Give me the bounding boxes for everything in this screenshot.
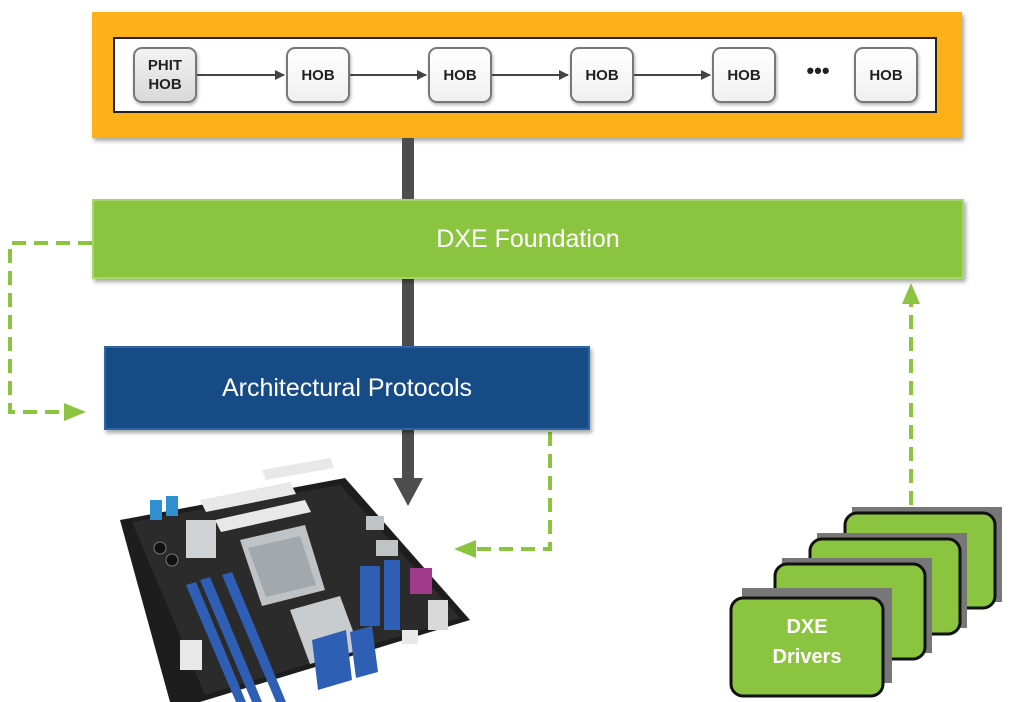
phit-hob-box: PHIT HOB [133,47,197,103]
hob-box: HOB [854,47,918,103]
dashed-arrowhead-foundation [902,283,920,304]
motherboard-image [120,458,470,702]
hob-box: HOB [428,47,492,103]
dashed-arrowhead-protocols [64,403,86,421]
hob-ellipsis: ••• [806,58,830,83]
connector-protocols-to-board [402,430,414,478]
connector-hob-to-foundation [402,138,414,200]
architectural-protocols-label: Architectural Protocols [221,373,473,402]
dxe-foundation-box: DXE Foundation [92,199,964,279]
hob-box: HOB [570,47,634,103]
architectural-protocols-box: Architectural Protocols [104,346,590,430]
dxe-driver-stack [729,507,1002,698]
dashed-arrowhead-board [454,540,476,558]
dxe-foundation-label: DXE Foundation [436,224,620,253]
connector-arrowhead [393,478,423,506]
dxe-drivers-label: DXE Drivers [772,616,842,668]
hob-box: HOB [712,47,776,103]
connector-foundation-to-protocols [402,279,414,347]
hob-box: HOB [286,47,350,103]
dashed-protocols-to-board [474,432,552,551]
dashed-loop-foundation-to-protocols [8,241,92,414]
